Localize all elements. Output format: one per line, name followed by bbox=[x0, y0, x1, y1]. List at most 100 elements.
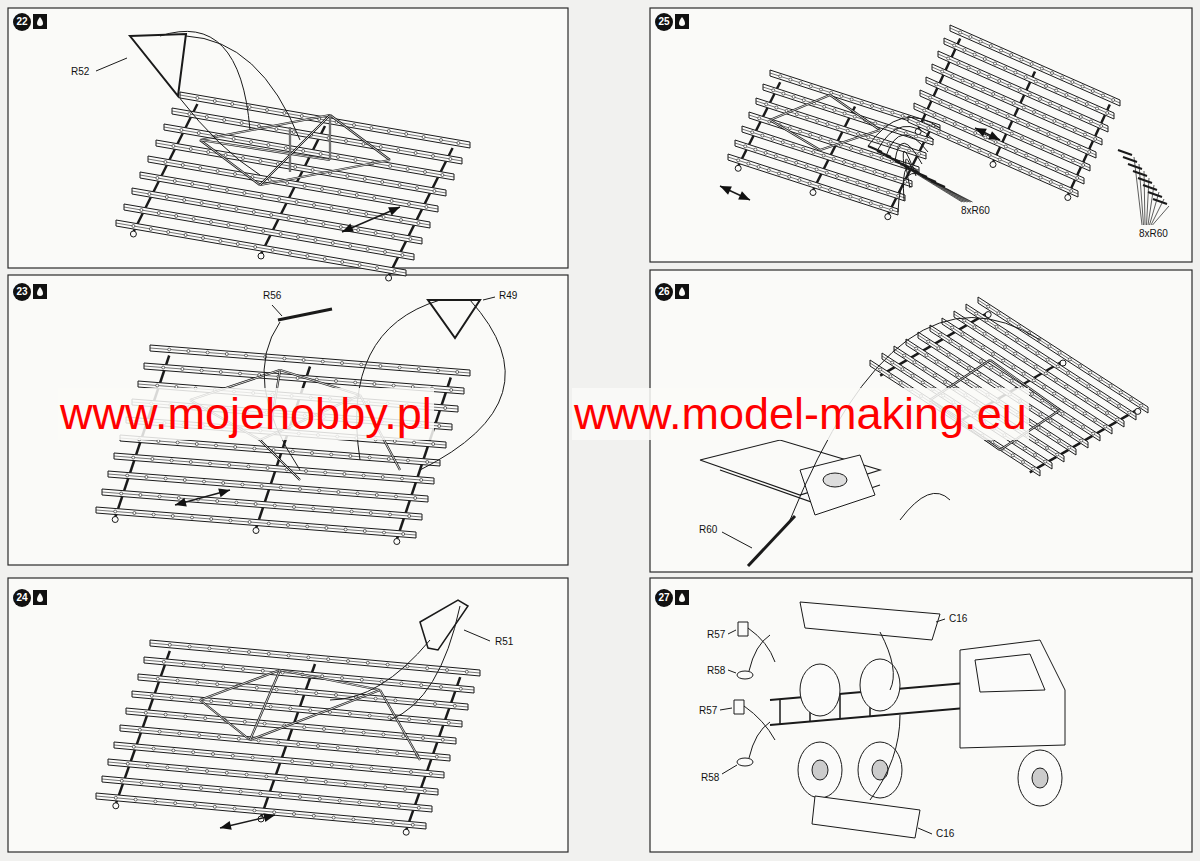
rail-hole bbox=[294, 166, 297, 169]
rail-hole bbox=[392, 822, 395, 825]
rail-hole bbox=[951, 75, 954, 78]
runner-end bbox=[112, 517, 118, 523]
ladder-pallet bbox=[116, 92, 470, 281]
rail-hole bbox=[175, 215, 178, 218]
pallet-rail bbox=[144, 657, 474, 693]
rail-hole bbox=[789, 78, 792, 81]
rail-hole bbox=[915, 347, 918, 350]
rail-hole bbox=[1051, 72, 1054, 75]
rail-hole bbox=[873, 170, 876, 173]
rail-hole bbox=[242, 668, 245, 671]
rail-hole bbox=[825, 171, 828, 174]
runner-end bbox=[258, 253, 264, 259]
rail-hole bbox=[331, 242, 334, 245]
leader-line bbox=[936, 619, 945, 622]
step-badge bbox=[655, 13, 673, 31]
rail-hole bbox=[1063, 399, 1066, 402]
rail-hole bbox=[1046, 447, 1049, 450]
rail-hole bbox=[363, 530, 366, 533]
rail-hole bbox=[435, 755, 438, 758]
rail-hole bbox=[213, 805, 216, 808]
rail-hole bbox=[829, 140, 832, 143]
rail-hole bbox=[969, 353, 972, 356]
rail-hole bbox=[126, 762, 129, 765]
rail-web bbox=[728, 157, 898, 212]
rail-hole bbox=[257, 739, 260, 742]
rear-wheel bbox=[860, 659, 900, 711]
rail-hole bbox=[356, 748, 359, 751]
rail-hole bbox=[915, 135, 918, 138]
rail-hole bbox=[1010, 379, 1013, 382]
rail-hole bbox=[406, 168, 409, 171]
rail-hole bbox=[364, 784, 367, 787]
step-24-art bbox=[96, 600, 490, 835]
ladder-pallet bbox=[728, 70, 940, 220]
truck-cab bbox=[960, 640, 1065, 748]
rail-hole bbox=[370, 767, 373, 770]
rail-hole bbox=[1071, 81, 1074, 84]
wheel bbox=[1018, 750, 1062, 806]
rail-hole bbox=[373, 383, 376, 386]
rail-hole bbox=[1084, 133, 1087, 136]
pallet-rail bbox=[116, 220, 406, 276]
rail-hole bbox=[957, 62, 960, 65]
rail-hole bbox=[205, 116, 208, 119]
rail-hole bbox=[277, 741, 280, 744]
rail-hole bbox=[132, 745, 135, 748]
rail-hole bbox=[1118, 405, 1121, 408]
rail-hole bbox=[1039, 176, 1042, 179]
rail-hole bbox=[400, 219, 403, 222]
rail-hole bbox=[270, 214, 273, 217]
rail-hole bbox=[1000, 49, 1003, 52]
rail-hole bbox=[275, 128, 278, 131]
rail-hole bbox=[414, 152, 417, 155]
rail-hole bbox=[809, 85, 812, 88]
rail-hole bbox=[970, 114, 973, 117]
rail-hole bbox=[426, 461, 429, 464]
rail-hole bbox=[279, 794, 282, 797]
truss-tube-core bbox=[260, 160, 390, 185]
rail-hole bbox=[1070, 433, 1073, 436]
rail-hole bbox=[1058, 351, 1061, 354]
runner-end bbox=[810, 190, 816, 196]
rail-hole bbox=[1087, 385, 1090, 388]
step-number: 22 bbox=[13, 13, 31, 31]
rail-hole bbox=[329, 711, 332, 714]
rail-hole bbox=[1004, 145, 1007, 148]
rail-hole bbox=[321, 188, 324, 191]
rail-hole bbox=[840, 95, 843, 98]
rail-hole bbox=[820, 88, 823, 91]
rail-hole bbox=[210, 700, 213, 703]
rail-hole bbox=[202, 664, 205, 667]
rail-hole bbox=[260, 485, 263, 488]
rail-hole bbox=[1092, 432, 1095, 435]
rail-hole bbox=[1056, 453, 1059, 456]
rail-hole bbox=[420, 684, 423, 687]
rail-hole bbox=[908, 149, 911, 152]
rail-hole bbox=[997, 312, 1000, 315]
rail-hole bbox=[1130, 398, 1133, 401]
rail-hole bbox=[1032, 379, 1035, 382]
rail-hole bbox=[440, 686, 443, 689]
placement-curve bbox=[330, 640, 430, 700]
rail-hole bbox=[1085, 398, 1088, 401]
rail-hole bbox=[953, 44, 956, 47]
arrow-head bbox=[342, 224, 354, 232]
rail-hole bbox=[339, 226, 342, 229]
rail-hole bbox=[891, 111, 894, 114]
rail-hole bbox=[1097, 391, 1100, 394]
rail-hole bbox=[1055, 168, 1058, 171]
rail-hole bbox=[815, 168, 818, 171]
rail-hole bbox=[266, 467, 269, 470]
rail-hole bbox=[330, 763, 333, 766]
rail-hole bbox=[1104, 425, 1107, 428]
rail-hole bbox=[306, 255, 309, 258]
rail-hole bbox=[1008, 84, 1011, 87]
truss-tube-core bbox=[260, 115, 330, 185]
step-number: 25 bbox=[655, 13, 673, 31]
rail-hole bbox=[393, 440, 396, 443]
rail-hole bbox=[1058, 440, 1061, 443]
rail-hole bbox=[134, 798, 137, 801]
rail-hole bbox=[1071, 419, 1074, 422]
rail-hole bbox=[420, 479, 423, 482]
